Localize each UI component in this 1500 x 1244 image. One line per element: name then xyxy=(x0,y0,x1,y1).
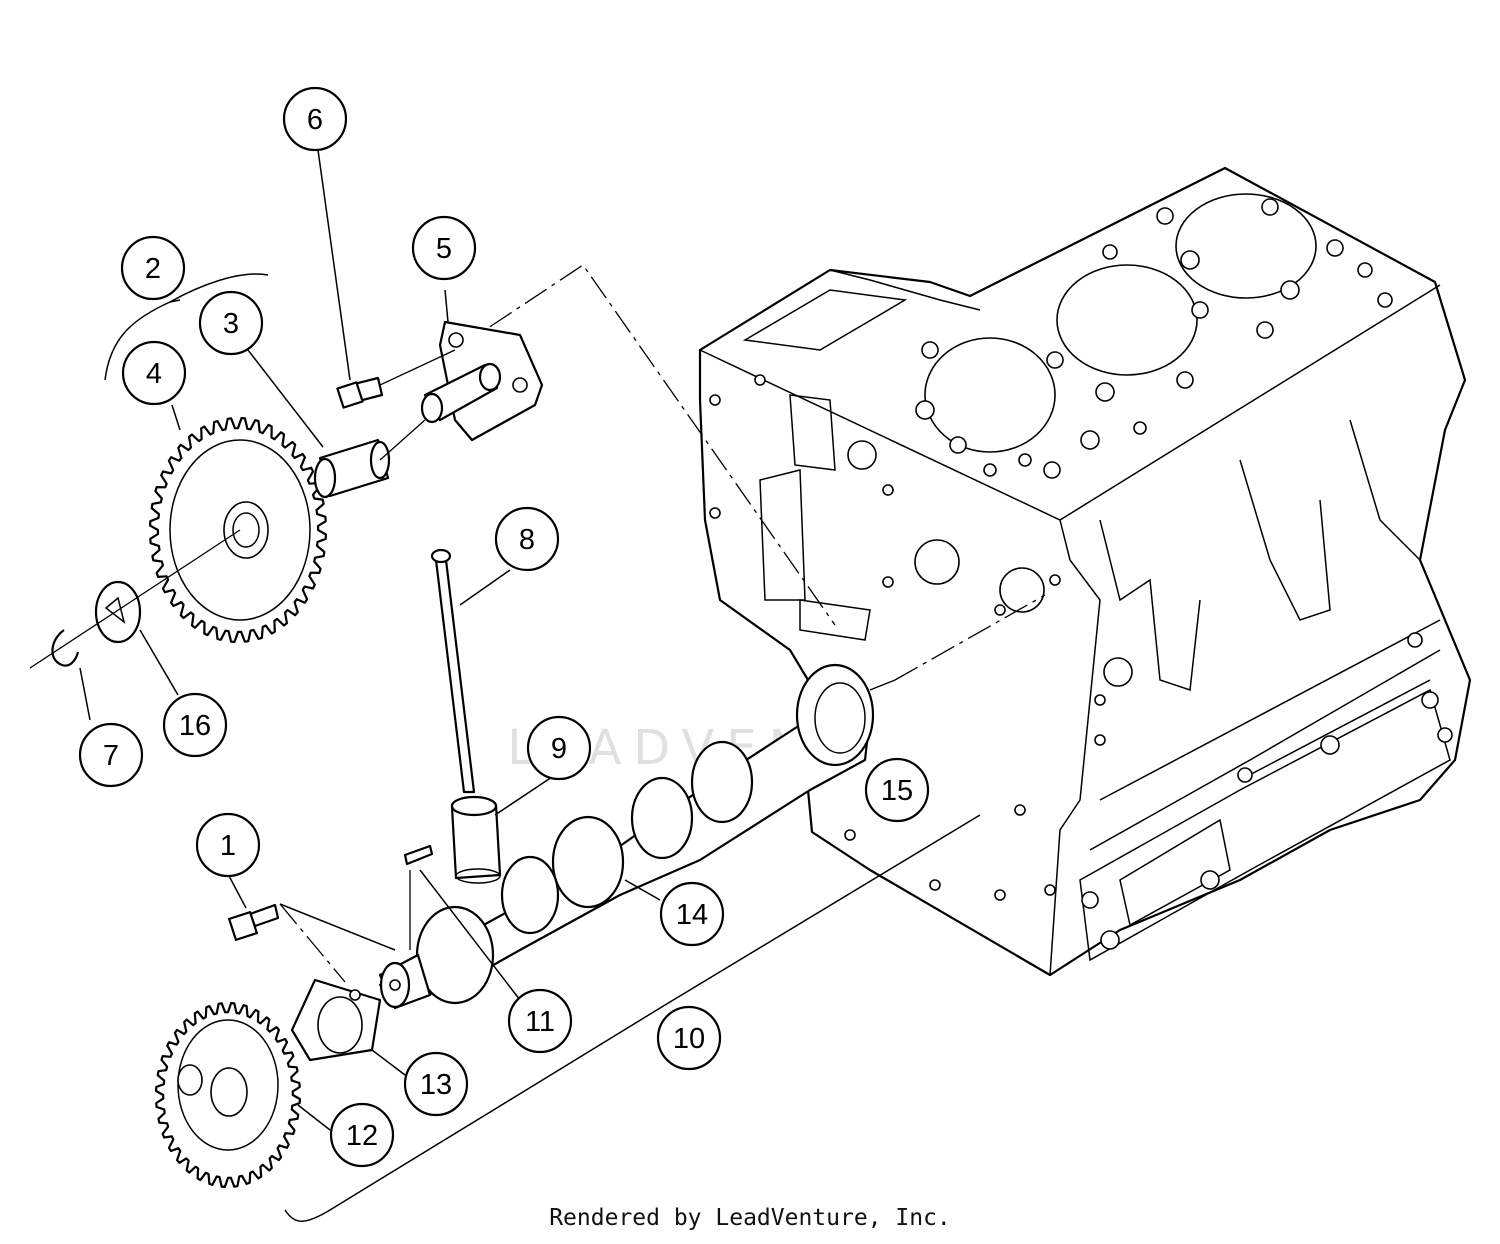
callout-1: 1 xyxy=(195,812,261,878)
svg-text:7: 7 xyxy=(103,740,119,772)
assembly-lines xyxy=(279,264,1046,983)
pushrod-and-tappet xyxy=(403,548,502,950)
svg-text:6: 6 xyxy=(307,104,323,136)
svg-text:11: 11 xyxy=(525,1006,555,1038)
callout-16: 16 xyxy=(162,692,228,758)
callout-2: 2 xyxy=(120,235,186,301)
callout-10: 10 xyxy=(656,1005,722,1071)
callout-14: 14 xyxy=(659,881,725,947)
callout-bubbles: 1 2 3 4 5 6 7 8 9 10 11 12 13 14 15 16 xyxy=(78,86,930,1168)
svg-text:2: 2 xyxy=(145,253,161,285)
callout-7: 7 xyxy=(78,722,144,788)
svg-text:4: 4 xyxy=(146,358,162,390)
svg-text:16: 16 xyxy=(179,710,211,742)
callout-5: 5 xyxy=(411,215,477,281)
callout-3: 3 xyxy=(198,290,264,356)
engine-block xyxy=(698,166,1472,977)
footer-credit: Rendered by LeadVenture, Inc. xyxy=(549,1205,951,1231)
svg-text:3: 3 xyxy=(223,308,239,340)
svg-text:15: 15 xyxy=(881,775,913,807)
svg-text:14: 14 xyxy=(676,899,708,931)
idler-shaft-assembly xyxy=(313,320,544,499)
callout-9: 9 xyxy=(526,715,592,781)
callout-15: 15 xyxy=(864,757,930,823)
callout-8: 8 xyxy=(494,506,560,572)
svg-text:1: 1 xyxy=(220,830,236,862)
callout-4: 4 xyxy=(121,340,187,406)
svg-text:9: 9 xyxy=(551,733,567,765)
callout-11: 11 xyxy=(507,988,573,1054)
camshaft xyxy=(378,663,896,1010)
leader-lines xyxy=(79,149,661,1131)
callout-6: 6 xyxy=(282,86,348,152)
svg-text:10: 10 xyxy=(673,1023,705,1055)
svg-text:5: 5 xyxy=(436,233,452,265)
camshaft-gear xyxy=(155,1002,301,1188)
svg-text:8: 8 xyxy=(519,524,535,556)
washer-and-circlip xyxy=(29,529,241,669)
callout-brackets xyxy=(104,273,981,1222)
callout-13: 13 xyxy=(403,1051,469,1117)
idler-gear xyxy=(149,417,327,643)
svg-text:12: 12 xyxy=(346,1120,378,1152)
svg-text:13: 13 xyxy=(420,1069,452,1101)
callout-12: 12 xyxy=(329,1102,395,1168)
thrust-plate-and-bolt xyxy=(228,903,382,1062)
